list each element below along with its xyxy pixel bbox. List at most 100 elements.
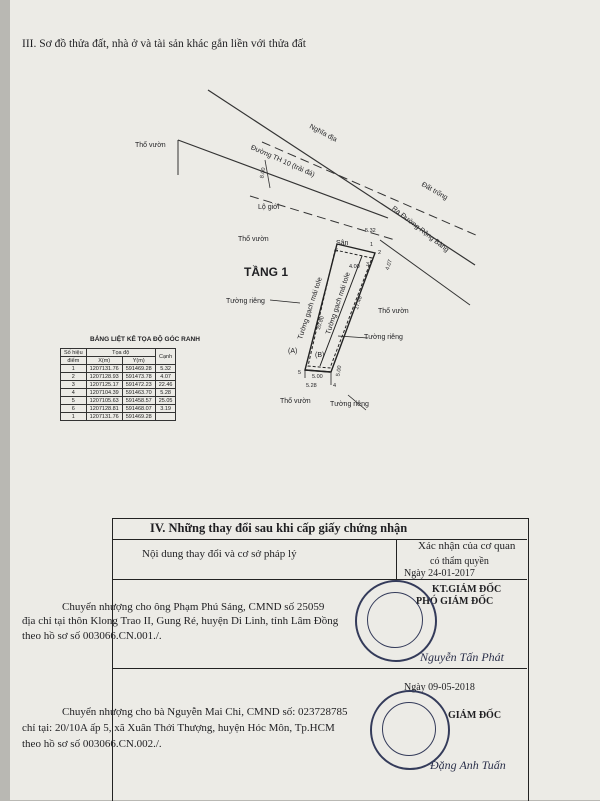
- coords-cell-x: 1207128.93: [85, 372, 123, 381]
- entry2-line3: theo hồ sơ số 003066.CN.002./.: [22, 738, 162, 750]
- section4-col-divider: [396, 539, 397, 579]
- road-edge-middle: [177, 139, 389, 219]
- label-lo-gioi: Lộ giới: [258, 204, 280, 211]
- dim-5-32: 5.32: [365, 228, 376, 234]
- label-tho-vuon-2: Thổ vườn: [238, 236, 269, 243]
- dim-4-00: 4.00: [349, 264, 360, 270]
- col-toa-do: Tọa độ: [85, 348, 156, 357]
- entry1-title2: PHÓ GIÁM ĐỐC: [416, 596, 494, 607]
- stamp-seal-2: [370, 690, 450, 770]
- land-plot-map: [177, 89, 479, 411]
- col-so-hieu: Số hiệu: [60, 348, 87, 357]
- road-edge-right: [379, 239, 471, 306]
- leader-tuong-rieng-3: [347, 394, 367, 411]
- label-tho-vuon-3: Thổ vườn: [378, 308, 409, 315]
- dim-line-8: [264, 159, 271, 189]
- section4-col2-header-b: có thẩm quyền: [430, 556, 489, 567]
- label-a: (A): [288, 348, 298, 355]
- label-tho-vuon-4: Thổ vườn: [280, 398, 311, 405]
- section4-col2-header-a: Xác nhận của cơ quan: [418, 540, 516, 552]
- col-diem: điểm: [60, 356, 87, 365]
- point-2: 2: [378, 250, 382, 256]
- entry2-line1: Chuyển nhượng cho bà Nguyễn Mai Chi, CMN…: [62, 706, 348, 718]
- coords-table-title: BẢNG LIỆT KÊ TỌA ĐỘ GÓC RANH: [90, 336, 200, 343]
- coords-cell-y: 591458.57: [121, 396, 156, 405]
- section4-header-bottom: [112, 579, 527, 580]
- stamp-seal-1: [355, 580, 437, 662]
- coords-cell-c: 25.05: [154, 396, 177, 405]
- point-4: 4: [333, 383, 337, 389]
- coords-cell-y: 591469.28: [121, 412, 156, 421]
- coords-cell-n: 3: [60, 380, 87, 389]
- section3-title: III. Sơ đồ thửa đất, nhà ở và tài sản kh…: [22, 38, 306, 50]
- coords-cell-c: 5.32: [154, 364, 177, 373]
- entry2-line2: chỉ tại: 20/10A ấp 5, xã Xuân Thới Thượn…: [22, 722, 335, 734]
- label-tuong-rieng-3: Tường riêng: [330, 401, 369, 408]
- coords-cell-n: 1: [60, 364, 87, 373]
- section4-title: IV. Những thay đổi sau khi cấp giấy chứn…: [150, 521, 408, 535]
- label-tuong-rieng-2: Tường riêng: [364, 334, 403, 341]
- coords-cell-x: 1207104.39: [85, 388, 123, 397]
- coords-cell-x: 1207125.17: [85, 380, 123, 389]
- coords-cell-c: [154, 412, 177, 421]
- col-canh: Cạnh: [154, 348, 177, 365]
- point-3: 3: [366, 262, 370, 268]
- point-6: 6: [335, 248, 339, 254]
- entry2-date: Ngày 09-05-2018: [404, 682, 475, 693]
- entry1-signer: Nguyễn Tấn Phát: [420, 650, 504, 664]
- section4-box: [112, 518, 529, 801]
- leader-tuong-rieng-2: [337, 335, 369, 339]
- coords-cell-y: 591469.28: [121, 364, 156, 373]
- house-outline: [307, 249, 373, 369]
- point-1: 1: [370, 242, 374, 248]
- inner-wall: [319, 255, 363, 367]
- coords-cell-y: 591473.78: [121, 372, 156, 381]
- plot-bottom-edge: [304, 369, 331, 373]
- coords-cell-n: 1: [60, 412, 87, 421]
- coords-cell-n: 5: [60, 396, 87, 405]
- entry1-date: Ngày 24-01-2017: [404, 568, 475, 579]
- section4-col1-header: Nội dung thay đổi và cơ sở pháp lý: [142, 548, 297, 560]
- road-edge-top: [207, 89, 476, 266]
- coords-cell-x: 1207105.63: [85, 396, 123, 405]
- coords-cell-n: 4: [60, 388, 87, 397]
- coords-cell-y: 591463.70: [121, 388, 156, 397]
- boundary-dashed: [249, 195, 396, 241]
- point-5: 5: [298, 370, 302, 376]
- coords-cell-x: 1207131.76: [85, 412, 123, 421]
- dim-5-28: 5.28: [306, 383, 317, 389]
- road-centerline: [261, 141, 479, 237]
- label-b: (B): [315, 352, 325, 359]
- label-tuong-rieng-1: Tường riêng: [226, 298, 265, 305]
- coords-cell-x: 1207128.81: [85, 404, 123, 413]
- label-tang1: TẦNG 1: [244, 265, 289, 279]
- coords-cell-n: 6: [60, 404, 87, 413]
- coords-cell-n: 2: [60, 372, 87, 381]
- coords-cell-c: 3.19: [154, 404, 177, 413]
- coords-cell-c: 4.07: [154, 372, 177, 381]
- entry1-line1: Chuyển nhượng cho ông Phạm Phú Sáng, CMN…: [62, 601, 325, 613]
- dim-5-00-a: 5.00: [312, 374, 323, 380]
- label-san: Sân: [336, 240, 349, 247]
- entry-divider: [112, 668, 527, 669]
- entry1-title1: KT.GIÁM ĐỐC: [432, 584, 502, 595]
- col-y: Y(m): [121, 356, 156, 365]
- entry2-signer: Đặng Anh Tuấn: [430, 758, 506, 772]
- coords-cell-y: 591472.23: [121, 380, 156, 389]
- label-tho-vuon-1: Thổ vườn: [135, 142, 166, 149]
- section4-header-divider: [112, 539, 527, 540]
- entry2-title1: GIÁM ĐỐC: [448, 710, 502, 721]
- coords-cell-y: 591468.07: [121, 404, 156, 413]
- entry1-line3: theo hồ sơ số 003066.CN.001./.: [22, 630, 162, 642]
- leader-tuong-rieng-1: [269, 299, 301, 304]
- coords-cell-c: 5.28: [154, 388, 177, 397]
- coords-cell-c: 22.46: [154, 380, 177, 389]
